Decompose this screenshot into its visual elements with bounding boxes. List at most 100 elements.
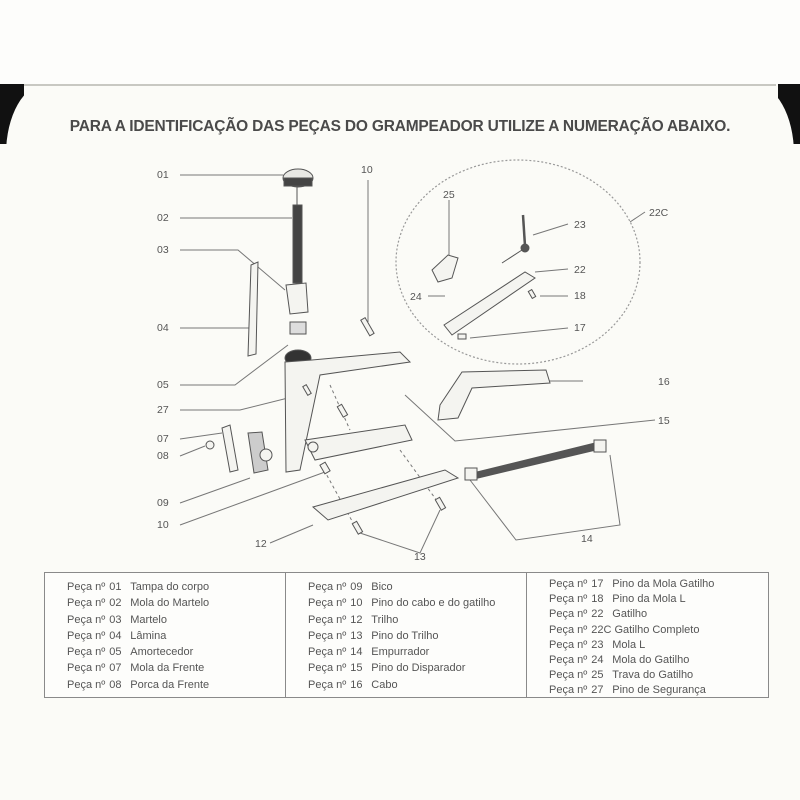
- part-description: Porca da Frente: [130, 678, 210, 691]
- part-number: 01: [109, 581, 122, 593]
- part-number: 15: [350, 662, 363, 675]
- callout-25: 25: [443, 189, 455, 201]
- leader-03: [180, 249, 286, 291]
- leader-12: [269, 524, 314, 544]
- part-front-nut: [205, 440, 215, 450]
- leader-08: [179, 445, 206, 457]
- part-number: 04: [109, 629, 122, 642]
- part-number: 02: [109, 597, 122, 610]
- part-description: Pino do Disparador: [371, 662, 466, 675]
- leader-09: [179, 477, 251, 504]
- part-pin: [360, 317, 375, 337]
- part-nozzle: [247, 431, 269, 474]
- part-description: Gatilho: [612, 608, 648, 621]
- leader-05: [180, 344, 289, 386]
- part-number: 13: [350, 629, 363, 642]
- callout-13: 13: [414, 551, 426, 563]
- part-description: Pino da Mola Gatilho: [612, 578, 715, 590]
- part-number: 17: [591, 578, 604, 590]
- part-description: Amortecedor: [130, 646, 194, 659]
- callout-27: 27: [157, 404, 169, 416]
- legend-prefix: Peça nº: [549, 669, 588, 682]
- part-hammer: [285, 282, 309, 315]
- part-pusher-end: [593, 439, 607, 453]
- callout-04: 04: [157, 322, 169, 334]
- part-number: 09: [350, 581, 363, 593]
- callout-14: 14: [581, 533, 593, 545]
- leader-13: [356, 509, 441, 554]
- part-description: Pino de Segurança: [612, 684, 706, 697]
- part-pin: [319, 461, 331, 475]
- legend-prefix: Peça nº: [308, 629, 347, 642]
- callout-01: 01: [157, 169, 169, 181]
- card-edge: [24, 84, 776, 86]
- part-trigger-lock: [431, 254, 459, 283]
- part-blade: [247, 261, 259, 357]
- callout-12: 12: [255, 538, 267, 550]
- part-description: Pino da Mola L: [612, 593, 686, 606]
- leader-23: [532, 223, 569, 236]
- page-title: PARA A IDENTIFICAÇÃO DAS PEÇAS DO GRAMPE…: [69, 118, 731, 135]
- leader-10b: [179, 471, 326, 526]
- legend-prefix: Peça nº: [308, 662, 347, 675]
- part-description: Lâmina: [130, 629, 167, 642]
- legend-prefix: Peça nº: [67, 678, 106, 691]
- part-description: Pino do Trilho: [371, 629, 439, 642]
- callout-17: 17: [574, 322, 586, 334]
- part-rail: [311, 469, 460, 521]
- legend-prefix: Peça nº: [308, 613, 347, 626]
- card-corner: [0, 84, 54, 164]
- part-body: [284, 351, 412, 473]
- callout-16: 16: [658, 376, 670, 388]
- callout-03: 03: [157, 244, 169, 256]
- leader-14: [469, 454, 621, 541]
- legend-prefix: Peça nº: [67, 597, 106, 610]
- axis-line: [399, 449, 441, 506]
- legend-prefix: Peça nº: [67, 581, 106, 593]
- part-description: Trava do Gatilho: [612, 669, 694, 682]
- part-cap-base: [283, 177, 313, 187]
- leader-22c: [629, 211, 646, 223]
- part-number: 22: [591, 608, 604, 621]
- callout-15: 15: [658, 415, 670, 427]
- legend-prefix: Peça nº: [549, 593, 588, 606]
- part-pusher-end: [464, 467, 478, 481]
- part-handle: [437, 369, 551, 421]
- part-description: Trilho: [371, 613, 399, 626]
- callout-07: 07: [157, 433, 169, 445]
- part-pin: [351, 520, 364, 535]
- part-pusher-spring: [476, 442, 597, 479]
- part-description: Gatilho Completo: [614, 623, 700, 636]
- part-number: 16: [350, 678, 363, 691]
- part-number: 08: [109, 678, 122, 691]
- part-pin: [302, 383, 312, 397]
- part-description: Cabo: [371, 678, 398, 691]
- legend-prefix: Peça nº: [67, 629, 106, 642]
- callout-10-top: 10: [361, 164, 373, 176]
- card-corner: [746, 84, 800, 164]
- part-description: Mola L: [612, 638, 646, 651]
- part-damper: [289, 321, 307, 335]
- detail-circle-22c: [395, 159, 641, 365]
- part-number: 10: [350, 597, 363, 610]
- callout-18: 18: [574, 290, 586, 302]
- part-number: 03: [109, 613, 122, 626]
- part-base-arm: [304, 424, 413, 461]
- legend-prefix: Peça nº: [549, 684, 588, 697]
- part-number: 14: [350, 646, 363, 659]
